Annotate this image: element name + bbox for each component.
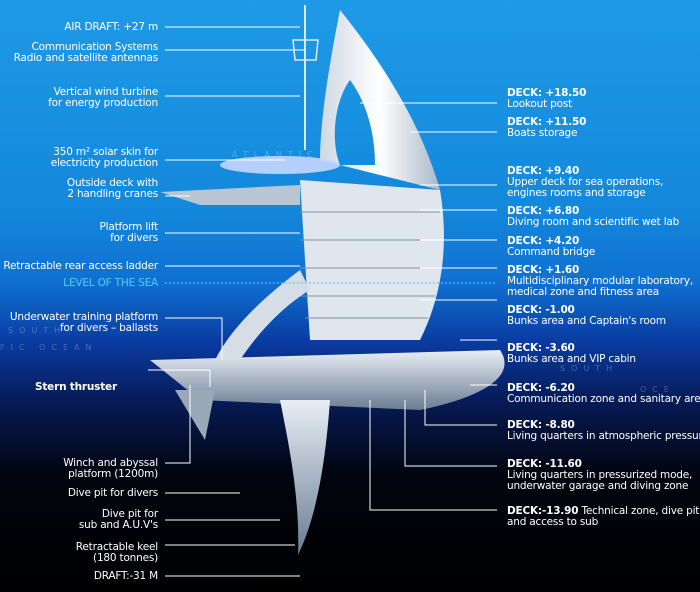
label-dive-pit-sub: Dive pit for sub and A.U.V's <box>78 508 158 531</box>
outside-deck <box>160 185 300 205</box>
wind-turbine <box>292 39 319 61</box>
label-wind-turbine: Vertical wind turbine for energy product… <box>48 86 158 109</box>
map-label: SOUTH <box>560 364 619 373</box>
label-stern-thruster: Stern thruster <box>35 381 117 393</box>
label-winch: Winch and abyssal platform (1200m) <box>63 457 158 480</box>
label-keel: Retractable keel (180 tonnes) <box>75 541 158 564</box>
label-draft: DRAFT:-31 M <box>93 570 158 582</box>
label-platform-lift: Platform lift for divers <box>99 221 159 244</box>
deck-floors <box>300 211 440 319</box>
map-label: SOUTH <box>8 326 67 335</box>
sail-structure <box>320 10 440 190</box>
label-air-draft: AIR DRAFT: +27 m <box>64 21 158 33</box>
label-sea-level: LEVEL OF THE SEA <box>63 277 158 289</box>
label-dive-pit-divers: Dive pit for divers <box>67 487 158 499</box>
left-leader-lines <box>148 26 305 577</box>
solar-skin <box>220 156 340 174</box>
rear-arm <box>215 270 310 360</box>
label-communication-systems: Communication Systems Radio and satellit… <box>13 41 159 64</box>
label-solar-skin: 350 m² solar skin for electricity produc… <box>50 146 159 169</box>
label-training-platform: Underwater training platform for divers … <box>9 311 158 334</box>
map-label: OCE <box>640 385 675 394</box>
right-leader-lines <box>360 102 497 511</box>
keel <box>280 400 330 555</box>
label-rear-ladder: Retractable rear access ladder <box>3 260 158 272</box>
map-label: FIC OCEAN <box>0 343 98 352</box>
deck-minus-13-90: DECK:-13.90 Technical zone, dive pit and… <box>507 505 700 528</box>
label-outside-deck: Outside deck with 2 handling cranes <box>66 177 158 200</box>
map-label: ATLANTIC <box>232 150 319 159</box>
hull <box>150 350 505 410</box>
tower-body <box>300 180 444 340</box>
stern-fin <box>175 390 215 440</box>
